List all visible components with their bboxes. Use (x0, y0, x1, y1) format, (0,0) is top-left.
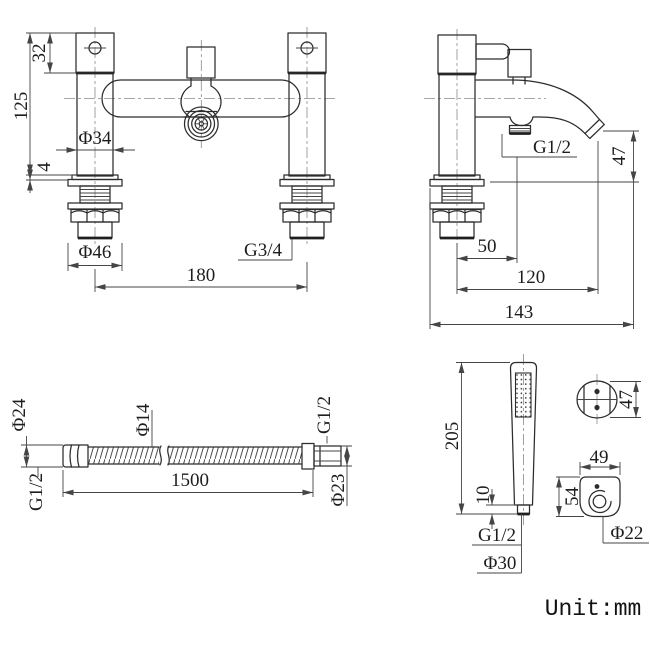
handset-dimensions: 205 10 G1/2 Φ30 47 49 54 Φ22 (442, 362, 649, 574)
bracket-screw-icon (594, 404, 600, 411)
unit-label: Unit:mm (545, 596, 642, 622)
aerator (584, 118, 605, 140)
dim-handle-height-label: 32 (29, 44, 50, 63)
bracket-screw-icon (594, 484, 600, 489)
dim-tip-length-label: 10 (473, 486, 494, 505)
handle-lever (475, 43, 511, 60)
hose-left-nut (62, 444, 89, 468)
dim-outlet-offset-label: 50 (478, 236, 497, 257)
bracket-screw-icon (594, 388, 600, 395)
dim-bracket-height-label: 54 (562, 487, 583, 507)
hose-view: Φ24 Φ14 G1/2 G1/2 1500 Φ23 (9, 396, 352, 511)
front-view: 32 125 4 Φ34 Φ46 G3/4 180 (11, 27, 338, 292)
handset-wand (509, 361, 538, 516)
side-pillar (437, 34, 511, 177)
dim-handset-thread-label: G1/2 (478, 525, 516, 546)
dim-deck-step-label: 4 (34, 162, 55, 172)
bracket-front-view (579, 476, 621, 518)
bracket-top-view (576, 374, 618, 424)
spout (475, 79, 605, 140)
dim-handle-diameter-label: Φ30 (484, 553, 517, 574)
hose-right-fitting (301, 442, 342, 470)
spray-face (514, 372, 532, 418)
diverter-and-hose-outlet (180, 46, 222, 142)
front-dimensions: 32 125 4 Φ34 Φ46 G3/4 180 (11, 32, 308, 292)
dim-handset-length-label: 205 (442, 422, 463, 451)
right-base-assembly (279, 174, 335, 240)
dim-hose-outlet-thread-label: G1/2 (533, 137, 571, 158)
dim-base-nut-diameter-label: Φ46 (79, 242, 112, 263)
dim-cone-nut-diameter-label: Φ24 (9, 398, 30, 431)
handset-view: 205 10 G1/2 Φ30 47 49 54 Φ22 (442, 354, 649, 574)
hose-dimensions: Φ24 Φ14 G1/2 G1/2 1500 Φ23 (9, 396, 352, 511)
side-dimensions: G1/2 47 50 120 143 (429, 130, 639, 329)
dim-inlet-thread-label: G3/4 (244, 240, 283, 261)
mixer-body (101, 79, 301, 118)
left-pillar (75, 32, 115, 177)
side-view: G1/2 47 50 120 143 (424, 29, 639, 329)
dim-bracket-depth-label: 47 (616, 390, 637, 409)
right-pillar (287, 32, 327, 177)
dim-pillar-centres-label: 180 (187, 265, 216, 286)
hose-tube (87, 445, 303, 466)
left-base-assembly (67, 174, 123, 240)
side-base-assembly (429, 174, 485, 240)
dim-hose-length-label: 1500 (171, 470, 209, 491)
dim-pillar-diameter-label: Φ34 (79, 128, 112, 149)
dim-fitting-diameter-label: Φ23 (328, 474, 349, 507)
dim-right-thread-label: G1/2 (314, 396, 335, 434)
dim-overall-depth-label: 143 (505, 302, 534, 323)
dim-left-thread-label: G1/2 (26, 473, 47, 511)
dim-spout-reach-label: 120 (517, 267, 546, 288)
hose-break (159, 445, 170, 466)
dim-spout-height-label: 47 (609, 147, 630, 166)
dim-clip-diameter-label: Φ22 (611, 523, 644, 544)
dim-hose-diameter-label: Φ14 (133, 403, 154, 436)
dim-total-height-label: 125 (11, 92, 32, 121)
side-diverter-knob (507, 48, 532, 85)
dim-bracket-width-label: 49 (590, 447, 609, 468)
side-centerlines (424, 29, 546, 247)
